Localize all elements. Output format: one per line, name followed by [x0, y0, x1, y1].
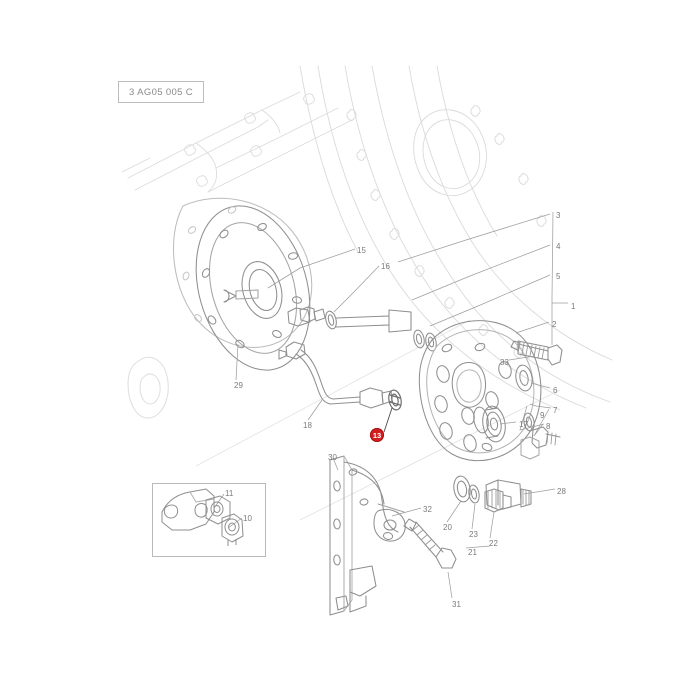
callout-31[interactable]: 31 — [452, 600, 461, 609]
part-32-link — [377, 503, 405, 513]
callout-15[interactable]: 15 — [357, 246, 366, 255]
callout-9[interactable]: 9 — [540, 411, 545, 420]
callout-10[interactable]: 10 — [243, 514, 252, 523]
drawing-code-text: 3 AG05 005 C — [129, 86, 193, 98]
part-brake-disc — [173, 197, 313, 371]
callout-23[interactable]: 23 — [469, 530, 478, 539]
callout-3[interactable]: 3 — [556, 211, 561, 220]
callout-18[interactable]: 18 — [303, 421, 312, 430]
inset-detail-box — [152, 483, 266, 557]
callout-8[interactable]: 8 — [546, 422, 551, 431]
callout-16[interactable]: 16 — [381, 262, 390, 271]
callout-7[interactable]: 7 — [553, 406, 558, 415]
callout-28[interactable]: 28 — [557, 487, 566, 496]
callout-22[interactable]: 22 — [489, 539, 498, 548]
part-20-23-22 — [453, 475, 512, 513]
callout-4[interactable]: 4 — [556, 242, 561, 251]
part-21-bolt-head — [520, 436, 540, 460]
callout-21[interactable]: 21 — [468, 548, 477, 557]
part-bleed-nipple-and-rod — [287, 306, 437, 352]
loose-washer-faint — [127, 356, 169, 419]
part-13-seal-washer — [388, 389, 402, 411]
part-30-bracket — [329, 455, 406, 616]
callout-30[interactable]: 30 — [328, 453, 337, 462]
callout-29[interactable]: 29 — [234, 381, 243, 390]
part-31-bolt — [403, 518, 457, 569]
part-2-bolt — [510, 340, 563, 366]
highlighted-part-number: 13 — [372, 430, 382, 440]
callout-17[interactable]: 17 — [519, 420, 528, 429]
part-brake-pipe — [278, 341, 393, 409]
callout-6[interactable]: 6 — [553, 386, 558, 395]
highlighted-part-badge[interactable]: 13 — [370, 428, 384, 442]
callout-1[interactable]: 1 — [571, 302, 576, 311]
part-17-bearing — [473, 405, 506, 443]
callout-2[interactable]: 2 — [552, 320, 557, 329]
callout-11[interactable]: 11 — [225, 489, 234, 498]
part-7-8-9-fasteners — [523, 412, 561, 449]
callout-33[interactable]: 33 — [500, 358, 509, 367]
part-hub-plate — [418, 320, 542, 462]
drawing-code-box: 3 AG05 005 C — [118, 81, 204, 103]
callout-20[interactable]: 20 — [443, 523, 452, 532]
callout-32[interactable]: 32 — [423, 505, 432, 514]
part-6-washer — [515, 364, 533, 392]
callout-5[interactable]: 5 — [556, 272, 561, 281]
